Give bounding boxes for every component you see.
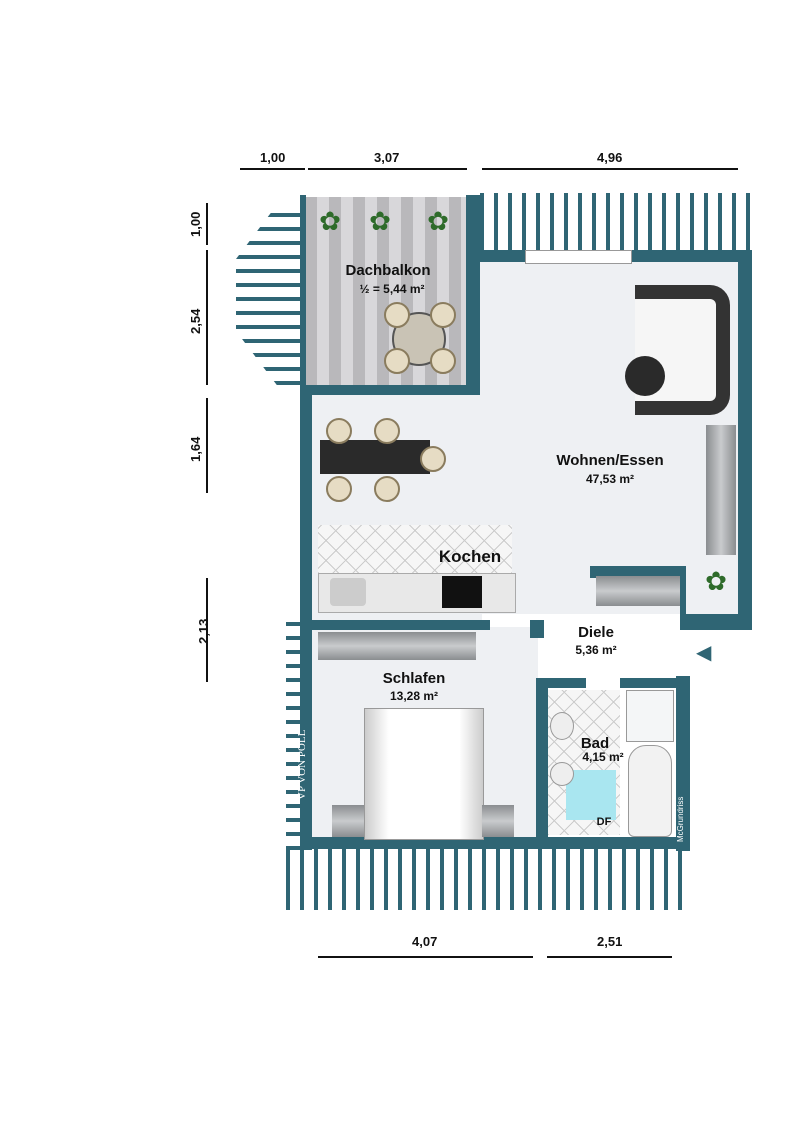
room-name-bedroom: Schlafen: [382, 670, 446, 687]
window-living: [525, 250, 632, 264]
dim-left-2: 2,54: [188, 308, 203, 334]
room-name-kitchen: Kochen: [438, 547, 502, 566]
sofa: [635, 285, 730, 415]
room-name-bath: Bad: [580, 735, 610, 752]
dim-top-3: 4,96: [597, 150, 623, 165]
toilet: [550, 762, 574, 786]
sideboard: [706, 425, 736, 555]
room-area-balcony: ½ = 5,44 m²: [359, 282, 425, 296]
dim-left-1: 1,00: [188, 211, 203, 237]
roof-slope-top: [480, 193, 750, 250]
coffee-table: [625, 356, 665, 396]
dim-left-3: 1,64: [188, 436, 203, 462]
shower-label: DF: [596, 816, 612, 828]
dining-table: [320, 440, 430, 474]
washbasin: [550, 712, 574, 740]
plant-icon: ✿: [705, 566, 727, 596]
wardrobe-hall: [596, 576, 680, 606]
plant-icon: ✿: [369, 206, 391, 236]
dim-left-4: 2,13: [196, 618, 211, 644]
bed: [364, 708, 484, 840]
von-poll-logo: VP VON POLL: [296, 729, 308, 800]
entrance-arrow-icon: ◀: [696, 642, 712, 664]
dim-bottom-1: 4,07: [412, 934, 438, 949]
kitchen-tiles: [318, 525, 512, 573]
plant-icon: ✿: [319, 206, 341, 236]
roof-slope-left-lower: [286, 620, 300, 850]
shower-tray: [626, 690, 674, 742]
room-name-living: Wohnen/Essen: [556, 452, 664, 469]
dim-top-1: 1,00: [260, 150, 286, 165]
credit-text: McGrundriss: [676, 796, 685, 842]
cooktop: [442, 576, 482, 608]
room-area-bath: 4,15 m²: [582, 750, 624, 764]
room-area-bedroom: 13,28 m²: [389, 689, 439, 703]
room-name-balcony: Dachbalkon: [345, 262, 431, 279]
room-name-hall: Diele: [578, 624, 614, 641]
room-area-hall: 5,36 m²: [575, 643, 617, 657]
bathtub: [628, 745, 672, 837]
roof-slope-bottom: [286, 845, 690, 910]
dim-top-2: 3,07: [374, 150, 400, 165]
wardrobe-bedroom: [318, 632, 476, 660]
shower: [566, 770, 616, 820]
sink: [330, 578, 366, 606]
dim-bottom-2: 2,51: [597, 934, 623, 949]
room-area-living: 47,53 m²: [585, 472, 635, 486]
roof-slope-left: [236, 205, 304, 385]
plant-icon: ✿: [427, 206, 449, 236]
